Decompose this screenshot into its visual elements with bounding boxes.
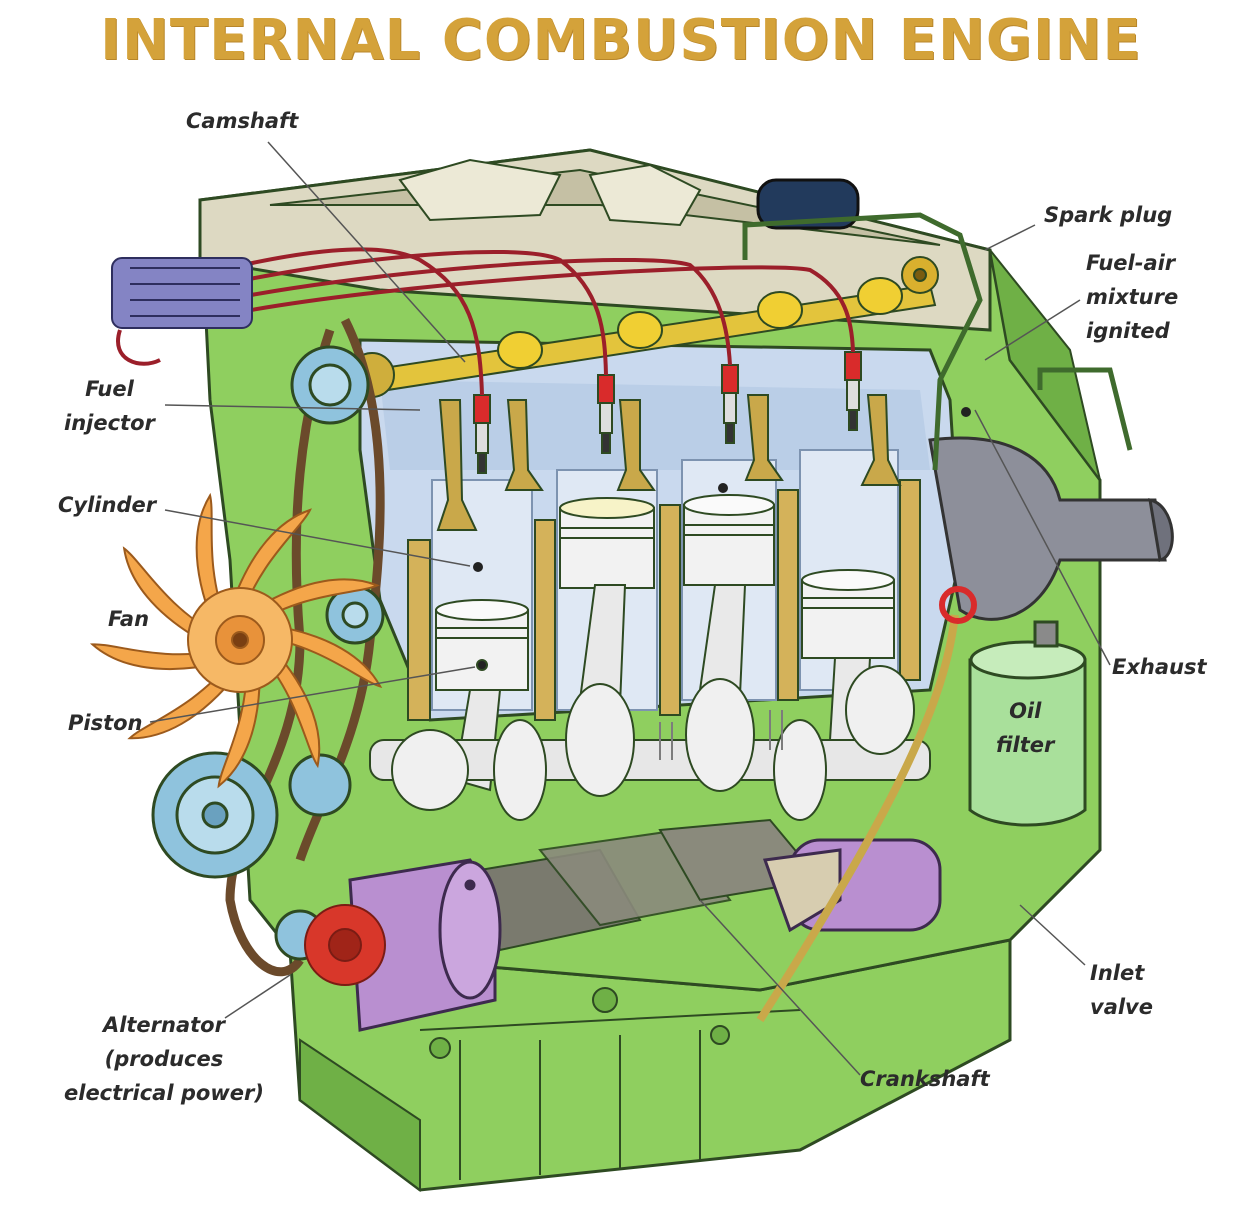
alternator (304, 858, 502, 1032)
label-oil-filter-line1: Oil (1009, 699, 1042, 723)
label-alternator-line3: electrical power) (64, 1081, 264, 1105)
label-fuel-injector-line2: injector (64, 411, 155, 435)
label-camshaft: Camshaft (186, 109, 299, 133)
dipstick (756, 586, 977, 1023)
label-alternator-line1: Alternator (102, 1013, 225, 1037)
oil-filter (968, 620, 1087, 827)
label-alternator-line2: (produces (104, 1047, 224, 1071)
label-crankshaft: Crankshaft (860, 1067, 990, 1091)
piston-4 (801, 569, 895, 659)
head-cover (198, 148, 992, 332)
distributor (111, 257, 253, 329)
label-oil-filter: Oil filter (996, 694, 1054, 762)
ignition-wires (116, 247, 855, 396)
leader-lines (149, 141, 1111, 1076)
label-fuel-air-line3: ignited (1086, 319, 1170, 343)
label-inlet-valve: Inlet valve (1090, 956, 1153, 1024)
label-fan: Fan (108, 607, 150, 631)
fan (91, 494, 382, 788)
label-inlet-valve-line1: Inlet (1090, 961, 1145, 985)
valves (436, 394, 902, 531)
piston-1 (435, 599, 529, 691)
label-alternator: Alternator (produces electrical power) (64, 1008, 264, 1110)
label-fuel-air-line1: Fuel-air (1086, 251, 1176, 275)
piston-2 (559, 497, 655, 589)
label-exhaust: Exhaust (1112, 655, 1207, 679)
pulleys (151, 345, 385, 961)
label-piston: Piston (68, 711, 143, 735)
crankshaft (369, 584, 931, 952)
label-fuel-air-mixture: Fuel-air mixture ignited (1086, 246, 1178, 348)
diagram-title: INTERNAL COMBUSTION ENGINE (100, 8, 1142, 73)
label-oil-filter-line2: filter (996, 733, 1055, 757)
fuel-line (742, 212, 1133, 471)
label-fuel-injector-line1: Fuel (85, 377, 134, 401)
label-cylinder: Cylinder (58, 493, 157, 517)
label-fuel-injector: Fuel injector (64, 372, 155, 440)
label-spark-plug: Spark plug (1044, 203, 1173, 227)
piston-3 (683, 494, 775, 586)
pistons (435, 494, 895, 691)
exhaust-pipe (928, 436, 1174, 621)
label-fuel-air-line2: mixture (1086, 285, 1179, 309)
spark-plugs (473, 351, 862, 474)
camshaft (349, 256, 939, 398)
label-inlet-valve-line2: valve (1090, 995, 1153, 1019)
